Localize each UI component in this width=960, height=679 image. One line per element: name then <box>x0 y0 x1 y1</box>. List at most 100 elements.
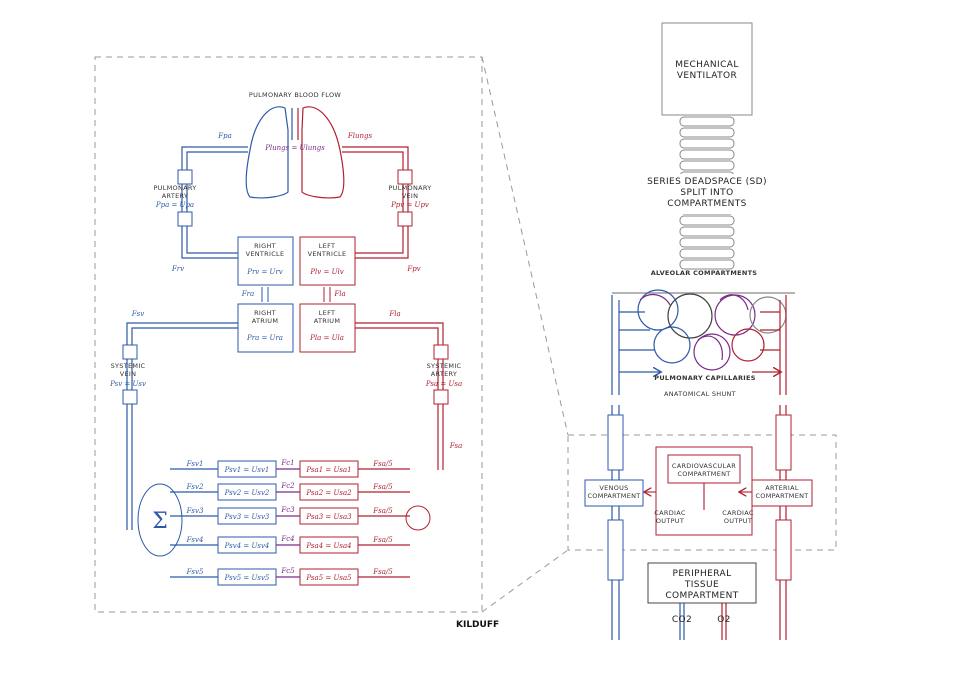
lv-equation: Plv = Ulv <box>309 268 343 276</box>
cardio-arrows <box>645 483 752 510</box>
alveolar-label: ALVEOLAR COMPARTMENTS <box>651 269 758 277</box>
venous-eq-5: Psv5 = Usv5 <box>224 574 270 582</box>
left-panel-frame <box>94 56 569 613</box>
flow-fsv: Fsv <box>131 310 144 318</box>
lungs-equation: Plungs = Ulungs <box>264 144 325 152</box>
sa-label-2: ARTERY <box>431 370 457 378</box>
venous-flow-2: Fsv2 <box>186 483 204 491</box>
arterial-eq-3: Psa3 = Usa3 <box>305 513 352 521</box>
lv-label-1: LEFT <box>319 242 336 250</box>
cardio-frame <box>567 434 837 551</box>
venous-label-1: VENOUS <box>599 484 628 492</box>
sv-equation: Psv = Usv <box>109 380 146 388</box>
summation-node <box>137 483 183 557</box>
deadspace-label-1: SERIES DEADSPACE (SD) <box>647 177 767 187</box>
signature: KILDUFF <box>456 620 499 630</box>
arterial-eq-4: Psa4 = Usa4 <box>305 542 351 550</box>
capillaries-label: PULMONARY CAPILLARIES <box>654 374 755 382</box>
arterial-label-1: ARTERIAL <box>765 484 799 492</box>
arterial-eq-5: Psa5 = Usa5 <box>305 574 352 582</box>
peripheral-label-2: TISSUE <box>684 580 719 590</box>
sv-label-2: VEIN <box>120 370 137 378</box>
sum-symbol: Σ <box>152 509 168 534</box>
arterial-flow-3: Fsa/5 <box>372 507 393 515</box>
pa-label-2: ARTERY <box>162 192 188 200</box>
peripheral-label-1: PERIPHERAL <box>673 569 732 579</box>
shunt-label: ANATOMICAL SHUNT <box>664 390 736 398</box>
trachea-ring <box>679 215 735 226</box>
la-label-1: LEFT <box>319 309 336 317</box>
arterial-flow-4: Fsa/5 <box>372 536 393 544</box>
co2-label: CO2 <box>672 615 692 625</box>
trachea-ring <box>679 226 735 237</box>
alveoli <box>612 289 795 371</box>
flow-fpv: Fpv <box>406 265 420 273</box>
venous-eq-4: Psv4 = Usv4 <box>224 542 270 550</box>
pa-vessel <box>177 169 193 227</box>
capillary-flow-5: Fc5 <box>280 567 295 575</box>
sa-vessel <box>433 344 449 405</box>
gas-exchange-lines <box>679 603 727 640</box>
flow-flungs: Flungs <box>347 132 373 140</box>
sa-equation: Psa = Usa <box>425 380 462 388</box>
sa-label-1: SYSTEMIC <box>427 362 462 370</box>
la-equation: Pla = Ula <box>309 334 344 342</box>
arterial-eq-2: Psa2 = Usa2 <box>305 489 352 497</box>
venous-flow-4: Fsv4 <box>186 536 204 544</box>
o2-label: O2 <box>717 615 731 625</box>
venous-flow-5: Fsv5 <box>186 568 204 576</box>
deadspace-label-bg <box>630 174 782 214</box>
arterial-flow-2: Fsa/5 <box>372 483 393 491</box>
cardiac-output-right-1: CARDIAC <box>722 509 754 517</box>
trachea-ring <box>679 160 735 171</box>
ventilator-box <box>661 22 753 116</box>
flow-frv: Frv <box>171 265 184 273</box>
heart-chambers <box>237 236 356 353</box>
trachea-ring <box>679 127 735 138</box>
pv-equation: Ppv = Upv <box>390 201 429 209</box>
venous-flow-1: Fsv1 <box>186 460 204 468</box>
pv-label-1: PULMONARY <box>388 184 431 192</box>
flow-fra: Fra <box>241 290 254 298</box>
trunk-coils <box>607 414 792 581</box>
ventilator-label-2: VENTILATOR <box>677 71 737 81</box>
capillary-feeds <box>611 295 786 395</box>
venous-label-2: COMPARTMENT <box>587 492 640 500</box>
la-label-2: ATRIUM <box>314 317 341 325</box>
flow-fpa: Fpa <box>217 132 232 140</box>
flow-fls: Fla <box>388 310 400 318</box>
lv-label-2: VENTRICLE <box>308 250 347 258</box>
pv-label-2: VEIN <box>402 192 419 200</box>
trachea-ring <box>679 138 735 149</box>
trachea-ring <box>679 149 735 160</box>
cardiac-output-left-2: OUTPUT <box>656 517 684 525</box>
trachea-ring <box>679 237 735 248</box>
sv-label-1: SYSTEMIC <box>111 362 146 370</box>
rv-label-2: VENTRICLE <box>246 250 285 258</box>
ra-equation: Pra = Ura <box>246 334 283 342</box>
pa-label-1: PULMONARY <box>153 184 196 192</box>
trachea-ring <box>679 248 735 259</box>
cardio-label-1: CARDIOVASCULAR <box>672 462 736 470</box>
arterial-eq-1: Psa1 = Usa1 <box>305 466 351 474</box>
heart-valves <box>261 287 331 302</box>
rv-label-1: RIGHT <box>254 242 276 250</box>
arterial-flow-5: Fsa/5 <box>372 568 393 576</box>
compartment-boxes <box>584 446 813 604</box>
peripheral-label-3: COMPARTMENT <box>665 591 738 601</box>
sv-vessel <box>122 344 138 405</box>
capillary-flow-4: Fc4 <box>280 535 294 543</box>
arterial-flow-1: Fsa/5 <box>372 460 393 468</box>
rv-equation: Prv = Urv <box>246 268 283 276</box>
venous-eq-3: Psv3 = Usv3 <box>224 513 270 521</box>
pulmonary-loop <box>181 146 409 259</box>
cardio-label-2: COMPARTMENT <box>677 470 730 478</box>
ventilator-label-1: MECHANICAL <box>675 60 739 70</box>
lungs <box>245 106 345 199</box>
deadspace-label-3: COMPARTMENTS <box>667 199 746 209</box>
pa-equation: Ppa = Upa <box>155 201 194 209</box>
cardiac-output-right-2: OUTPUT <box>724 517 752 525</box>
deadspace-label-2: SPLIT INTO <box>680 188 733 198</box>
